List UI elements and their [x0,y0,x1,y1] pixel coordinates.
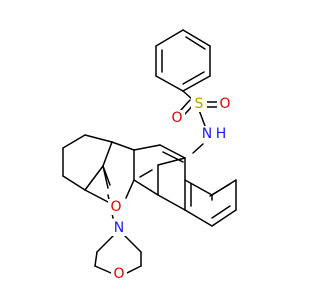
oxygen-top-atom-label: O [171,110,182,126]
atom-labels: S O O N H O N O [108,96,233,282]
sulfur-atom-label: S [195,96,204,112]
nitrogen-amide-atom-label: N [202,126,212,142]
oxygen-right-atom-label: O [219,96,230,112]
structure-canvas: S O O N H O N O [62,29,237,282]
phenyl-ring [155,29,211,92]
chemical-structure: S O O N H O N O [62,29,237,282]
hydrogen-amide-atom-label: H [216,126,227,142]
nitrogen-morpholine-atom-label: N [114,220,124,236]
furan-and-cyclohexane [62,134,135,203]
fused-aromatic-rings [133,144,237,227]
oxygen-morpholine-atom-label: O [113,266,124,282]
oxygen-furan-atom-label: O [110,199,121,215]
